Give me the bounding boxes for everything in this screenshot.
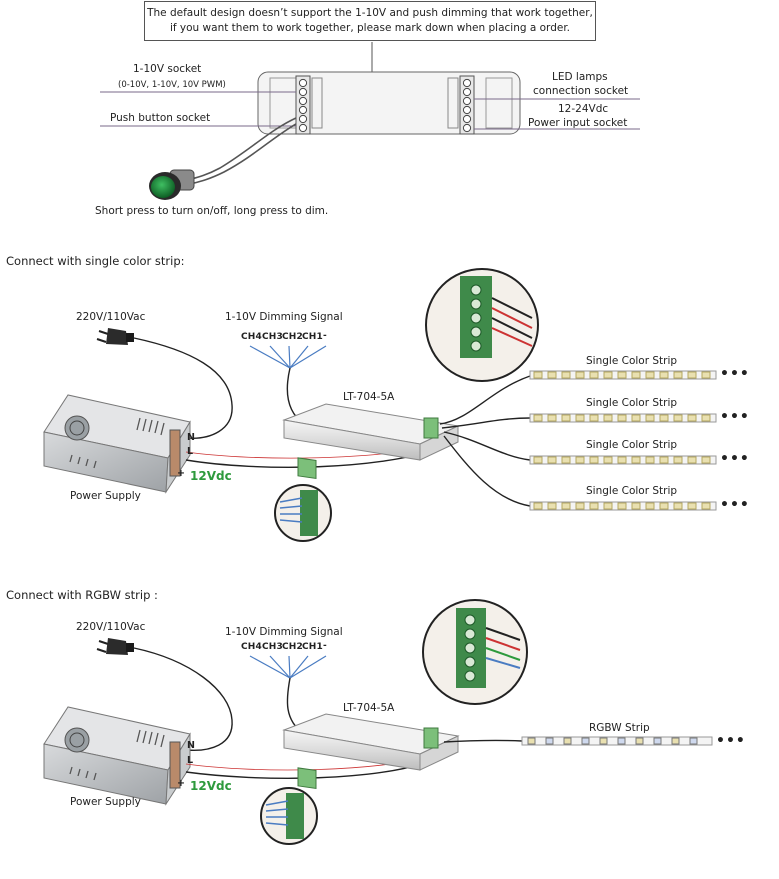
power-socket-line1: 12-24Vdc bbox=[558, 103, 609, 115]
ch4-label-2: CH4 bbox=[241, 642, 262, 652]
ch3-label-1: CH3 bbox=[262, 332, 283, 342]
power-supply-1 bbox=[43, 394, 191, 494]
model-label-1: LT-704-5A bbox=[343, 391, 395, 403]
controller-top-view bbox=[100, 42, 640, 185]
ac-label-1: 220V/110Vac bbox=[76, 311, 146, 323]
controller-3d-2 bbox=[282, 713, 460, 789]
dim-signal-label-2: 1-10V Dimming Signal bbox=[225, 626, 343, 638]
section1-graphics bbox=[43, 268, 539, 542]
strip-ellipsis-4: ••• bbox=[720, 497, 750, 513]
ch2-label-1: CH2 bbox=[282, 332, 303, 342]
n-label-1: N bbox=[187, 432, 195, 443]
rgbw-strip-label: RGBW Strip bbox=[589, 722, 650, 734]
led-strip-4 bbox=[529, 501, 717, 511]
neg-label-2: - bbox=[323, 641, 327, 651]
rgbw-strip-ellipsis: ••• bbox=[716, 733, 746, 749]
socket-subtitle: (0-10V, 1-10V, 10V PWM) bbox=[118, 80, 226, 90]
ac-label-2: 220V/110Vac bbox=[76, 621, 146, 633]
psu-label-1: Power Supply bbox=[70, 490, 141, 502]
zoom-output-wiring-1 bbox=[425, 268, 539, 382]
dim-signal-label-1: 1-10V Dimming Signal bbox=[225, 311, 343, 323]
zoom-output-wiring-2 bbox=[422, 599, 528, 705]
led-socket-line1: LED lamps bbox=[552, 71, 608, 83]
socket-title: 1-10V socket bbox=[133, 63, 202, 75]
ch2-label-2: CH2 bbox=[282, 642, 303, 652]
press-caption: Short press to turn on/off, long press t… bbox=[95, 205, 329, 217]
ch1-label-1: CH1 bbox=[302, 332, 323, 342]
plus-label-1: + bbox=[177, 468, 185, 479]
power-supply-2 bbox=[43, 706, 191, 806]
l-label-2: L bbox=[187, 755, 194, 766]
ac-plug-icon bbox=[96, 328, 134, 345]
right-terminal-screws bbox=[462, 78, 472, 133]
left-terminal-screws bbox=[298, 78, 308, 133]
led-strip-1 bbox=[529, 370, 717, 380]
strip-ellipsis-2: ••• bbox=[720, 409, 750, 425]
note-line-1: The default design doesn’t support the 1… bbox=[147, 7, 593, 19]
section2-graphics bbox=[43, 599, 528, 845]
strip-label-3: Single Color Strip bbox=[586, 439, 678, 451]
push-button bbox=[149, 169, 195, 200]
model-label-2: LT-704-5A bbox=[343, 702, 395, 714]
note-line-2: if you want them to work together, pleas… bbox=[169, 22, 571, 34]
ch1-label-2: CH1 bbox=[302, 642, 323, 652]
strip-label-2: Single Color Strip bbox=[586, 397, 678, 409]
section2-header: Connect with RGBW strip : bbox=[6, 588, 158, 602]
section1-header: Connect with single color strip: bbox=[6, 254, 185, 268]
zoom-input-wiring-2 bbox=[260, 787, 318, 845]
zoom-input-wiring-1 bbox=[274, 484, 332, 542]
dc-label-1: 12Vdc bbox=[190, 469, 232, 483]
rgbw-strip bbox=[521, 736, 713, 746]
strip-ellipsis-3: ••• bbox=[720, 451, 750, 467]
led-strip-3 bbox=[529, 455, 717, 465]
n-label-2: N bbox=[187, 740, 195, 751]
ac-plug-icon-2 bbox=[96, 638, 134, 655]
psu-label-2: Power Supply bbox=[70, 796, 141, 808]
ch4-label-1: CH4 bbox=[241, 332, 262, 342]
power-socket-line2: Power input socket bbox=[528, 117, 628, 129]
strip-ellipsis-1: ••• bbox=[720, 366, 750, 382]
push-socket-label: Push button socket bbox=[110, 112, 211, 124]
l-label-1: L bbox=[187, 446, 194, 457]
plus-label-2: + bbox=[177, 778, 185, 789]
led-strip-2 bbox=[529, 413, 717, 423]
neg-label-1: - bbox=[323, 331, 327, 341]
dc-label-2: 12Vdc bbox=[190, 779, 232, 793]
compatibility-note: The default design doesn’t support the 1… bbox=[144, 1, 596, 41]
led-socket-line2: connection socket bbox=[533, 85, 629, 97]
strip-label-4: Single Color Strip bbox=[586, 485, 678, 497]
controller-3d-1 bbox=[282, 403, 460, 479]
strip-label-1: Single Color Strip bbox=[586, 355, 678, 367]
ch3-label-2: CH3 bbox=[262, 642, 283, 652]
